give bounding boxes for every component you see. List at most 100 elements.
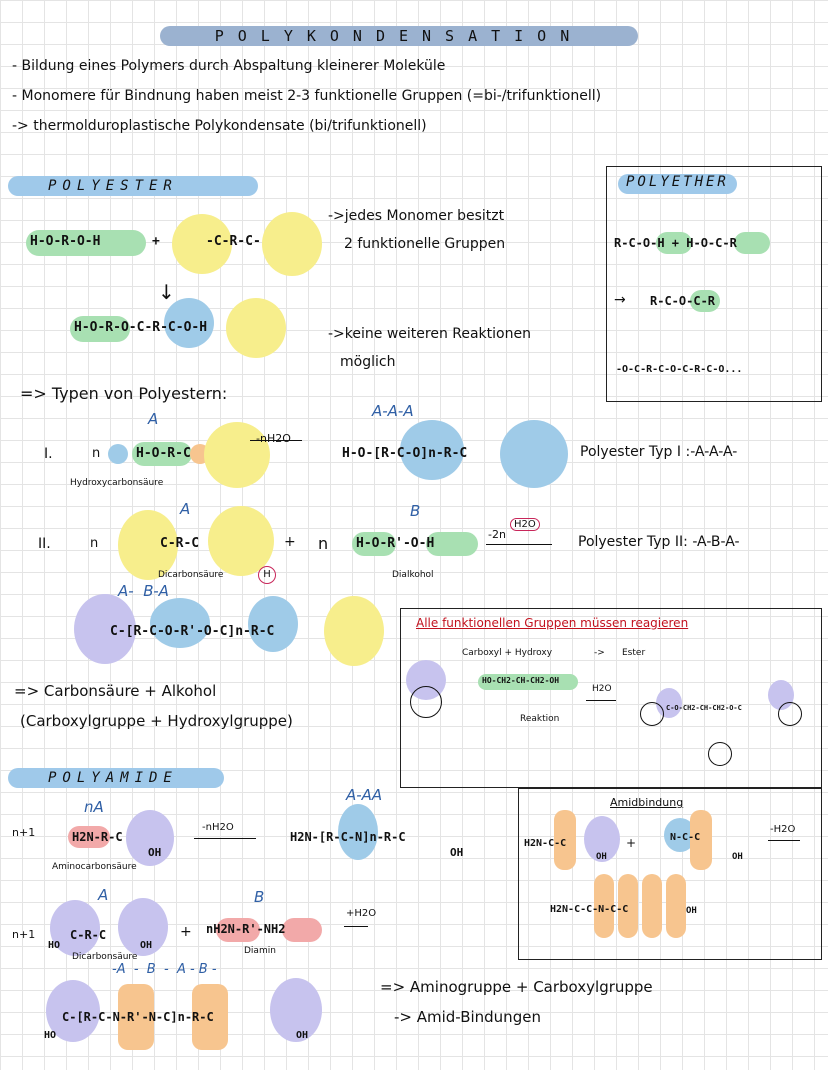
polyether-highlight-2 xyxy=(734,232,770,254)
polyether-reactants: R-C-O-H + H-O-C-R xyxy=(614,236,737,250)
polyether-product: R-C-O-C-R xyxy=(650,294,716,308)
amide-box-product-highlight-1 xyxy=(594,874,614,938)
type2-acid: C-R-C xyxy=(160,536,200,551)
type1-letter: A xyxy=(148,410,159,428)
polyester-summary-2: (Carboxylgruppe + Hydroxylgruppe) xyxy=(20,712,293,730)
benzene-ring-left xyxy=(410,686,442,718)
amide2-product-highlight-left xyxy=(46,980,100,1042)
polyamide-heading: POLYAMIDE xyxy=(8,768,224,788)
amide2-acid-name: Dicarbonsäure xyxy=(72,952,138,962)
amide-box-highlight-4 xyxy=(690,810,712,870)
acid-highlight-right xyxy=(262,212,322,276)
alcohol-highlight xyxy=(26,230,146,256)
type2-product: C-[R-C-O-R'-O-C]n-R-C xyxy=(110,624,275,639)
polyester-heading: POLYESTER xyxy=(8,176,258,196)
amide-box-arrow xyxy=(768,840,800,841)
type1-n: n xyxy=(92,446,101,461)
amide1-acid-highlight xyxy=(126,810,174,866)
amide2-arrow-label: +H2O xyxy=(346,908,377,919)
amide2-oh2: OH xyxy=(296,1030,309,1041)
polyamide-summary-1: => Aminogruppe + Carboxylgruppe xyxy=(380,978,653,996)
polyester-reactant-acid: -C-R-C- xyxy=(206,234,261,249)
type2-alcohol-highlight-right xyxy=(426,532,478,556)
polyether-heading: POLYETHER xyxy=(618,174,737,194)
amide-box-heading: Amidbindung xyxy=(610,796,684,809)
functional-water: H2O xyxy=(592,684,612,694)
type1-monomer-name: Hydroxycarbonsäure xyxy=(70,478,164,488)
amide2-product-highlight-right xyxy=(270,978,322,1042)
type1-roman: I. xyxy=(44,446,53,462)
note-monomer-1: ->jedes Monomer besitzt xyxy=(328,208,505,224)
amide2-oh: OH xyxy=(140,940,153,951)
amide2-amine: nH2N-R'-NH2 xyxy=(206,922,286,936)
type1-hydroxy-highlight xyxy=(132,442,192,466)
intro-line-3: -> thermolduroplastische Polykondensate … xyxy=(12,118,427,134)
amide2-amine-name: Diamin xyxy=(244,946,276,956)
type2-product-highlight-mid2 xyxy=(248,596,298,652)
amide-box-product-highlight-2 xyxy=(618,874,638,938)
amide-box-product: H2N-C-C-N-C-C xyxy=(550,904,629,915)
functional-sub-right: Ester xyxy=(622,648,646,658)
type2-alcohol-highlight-left xyxy=(352,532,396,556)
type1-arrow-label: -nH2O xyxy=(256,432,291,445)
amide-box-arrow-label: -H2O xyxy=(770,824,796,835)
amide2-acid-highlight-left xyxy=(50,900,100,956)
amide2-amine-highlight-left xyxy=(216,918,260,942)
note-reaction-1: ->keine weiteren Reaktionen xyxy=(328,326,531,342)
type2-letter-a: A xyxy=(180,500,191,518)
amide1-product-highlight xyxy=(338,804,378,860)
amide2-letter-b: B xyxy=(254,888,265,906)
type2-arrow-label: -2n xyxy=(488,528,506,541)
amide-box-oh3: OH xyxy=(686,906,697,916)
amide-box-product-highlight-3 xyxy=(642,874,662,938)
type1-product-end-highlight xyxy=(500,420,568,488)
type1-n-dot xyxy=(108,444,128,464)
polyether-highlight-1 xyxy=(656,232,692,254)
amide-box-left: H2N-C-C xyxy=(524,838,567,849)
amide2-arrow xyxy=(344,926,368,927)
type2-water: H2O xyxy=(510,518,540,531)
type2-arrow xyxy=(486,544,552,545)
functional-reaction-label: Reaktion xyxy=(520,714,560,724)
amide1-monomer-name: Aminocarbonsäure xyxy=(52,862,137,872)
amide1-n: n+1 xyxy=(12,826,36,839)
intro-line-2: - Monomere für Bindnung haben meist 2-3 … xyxy=(12,88,602,104)
type2-roman: II. xyxy=(38,536,51,552)
note-reaction-2: möglich xyxy=(340,354,396,370)
type1-product-letters: A-A-A xyxy=(372,402,414,420)
amide-box-oh2: OH xyxy=(732,852,743,862)
amide2-amine-highlight-right xyxy=(282,918,322,942)
polyether-chain: -O-C-R-C-O-C-R-C-O... xyxy=(616,364,743,375)
amide2-product-highlight-amide2 xyxy=(192,984,228,1050)
polyether-arrow: → xyxy=(614,292,626,308)
amide1-product-letters: A-AA xyxy=(346,786,383,804)
polyester-product: H-O-R-O-C-R-C-O-H xyxy=(74,320,208,335)
amide-box xyxy=(518,788,822,960)
benzene-ring-product-2 xyxy=(778,702,802,726)
acid-highlight-left xyxy=(172,214,232,274)
type2-product-highlight-mid1 xyxy=(150,598,210,648)
type1-acid-highlight xyxy=(204,422,270,488)
amide1-oh2: OH xyxy=(450,846,464,859)
type2-plus: + xyxy=(284,534,296,550)
type2-product-letters: A- B-A xyxy=(118,582,169,600)
product-highlight-blue xyxy=(164,298,214,348)
amide2-product: C-[R-C-N-R'-N-C]n-R-C xyxy=(62,1010,214,1024)
type2-acid-highlight-right xyxy=(208,506,274,576)
type2-acid-highlight-left xyxy=(118,510,178,580)
amide-box-oh: OH xyxy=(596,852,607,862)
type2-product-highlight-left xyxy=(74,594,136,664)
polyether-box xyxy=(606,166,822,402)
functional-arrow xyxy=(586,700,616,701)
polyamide-summary-2: -> Amid-Bindungen xyxy=(394,1008,541,1026)
product-highlight-yellow xyxy=(226,298,286,358)
down-arrow: ↓ xyxy=(158,280,175,304)
polyester-reactant-alcohol: H-O-R-O-H xyxy=(30,234,101,249)
functional-heading: Alle funktionellen Gruppen müssen reagie… xyxy=(416,616,689,630)
type2-n: n xyxy=(90,536,99,551)
functional-alcohol-highlight xyxy=(478,674,578,690)
amide2-product-highlight-amide1 xyxy=(118,984,154,1050)
amide-box-product-highlight-4 xyxy=(666,874,686,938)
benzene-ring-product-1 xyxy=(640,702,664,726)
amide2-product-letters: -A - B - A - B - xyxy=(112,962,217,977)
